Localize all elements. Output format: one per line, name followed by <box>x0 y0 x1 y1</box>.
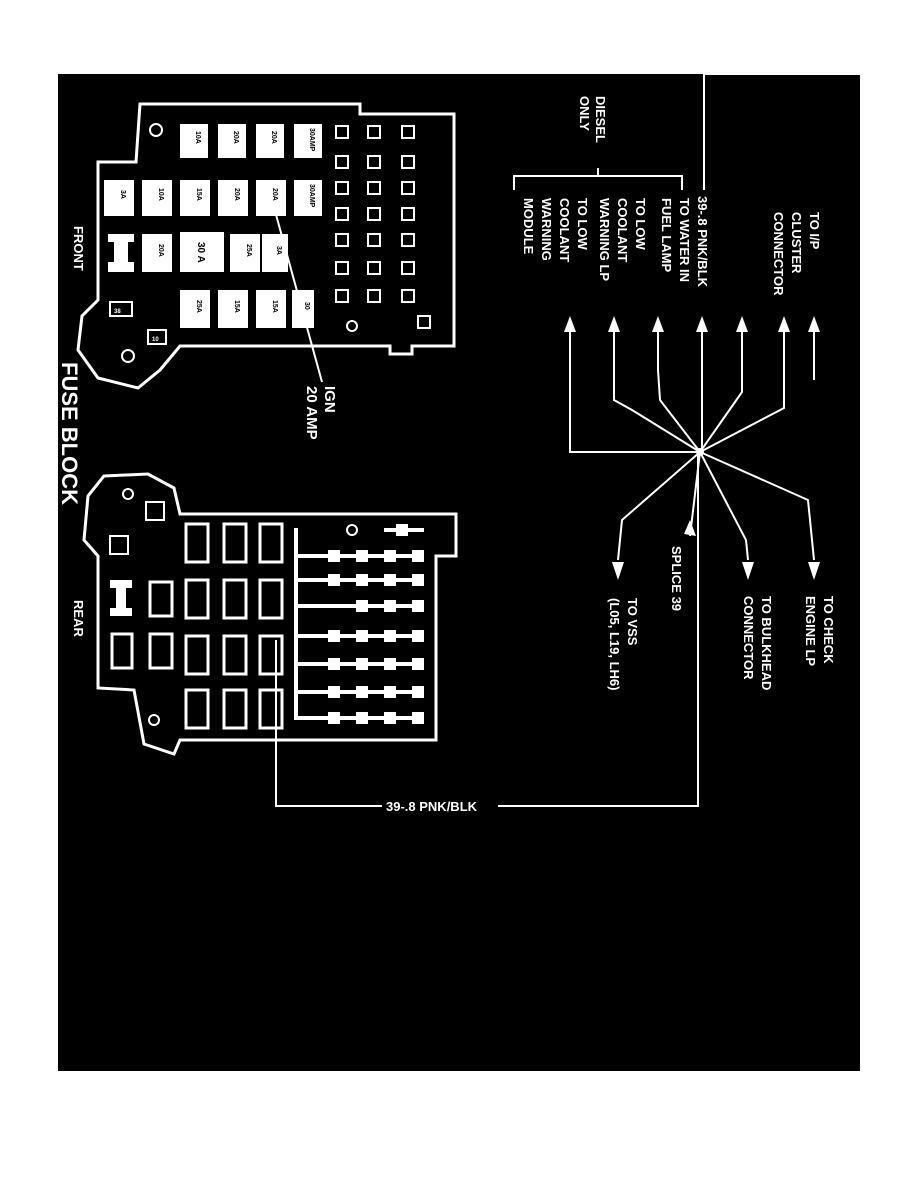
fuse-rating: 30AMP <box>308 184 315 208</box>
svg-text:FUEL LAMP: FUEL LAMP <box>659 198 674 272</box>
svg-text:TO VSS: TO VSS <box>625 598 640 646</box>
fuse-rating: 20A <box>157 244 164 257</box>
svg-text:ENGINE LP: ENGINE LP <box>803 596 818 666</box>
svg-text:TO LOW: TO LOW <box>575 198 590 250</box>
svg-text:WARNING: WARNING <box>539 198 554 261</box>
front-fuse-block-outline <box>76 102 456 390</box>
front-fuse-row-1: 10A 20A 20A 30AMP <box>180 124 322 158</box>
rear-terminals <box>328 524 424 724</box>
front-terminals <box>335 125 431 329</box>
mount-hole <box>122 488 134 500</box>
fuse-rating: 30AMP <box>308 128 315 152</box>
wire-label-top: 39-.8 PNK/BLK <box>695 196 710 288</box>
front-fuse-block: 10A 20A 20A 30AMP 3A 10A 15A 20A 20A 30A… <box>76 102 456 390</box>
fuse-rating: 15A <box>271 300 278 313</box>
rear-fuse-slots <box>110 522 284 730</box>
dest-low-coolant-lp: TO LOW COOLANT WARNING LP <box>597 198 648 281</box>
svg-text:COOLANT: COOLANT <box>615 198 630 262</box>
mount-hole <box>346 320 358 332</box>
ign-label: IGN <box>321 386 338 413</box>
front-fuse-row-3: 20A 30 A 25A 3A <box>108 232 288 272</box>
svg-text:CLUSTER: CLUSTER <box>789 212 804 274</box>
dest-water-in-fuel: TO WATER IN FUEL LAMP <box>659 198 692 282</box>
svg-text:TO BULKHEAD: TO BULKHEAD <box>759 596 774 690</box>
diesel-only-label: ONLY <box>577 96 592 131</box>
fuse-rating: 15A <box>195 188 202 201</box>
svg-text:CONNECTOR: CONNECTOR <box>741 596 756 680</box>
fuse-rating: 20A <box>233 188 240 201</box>
fuse-rating: 30 A <box>195 242 206 263</box>
mount-hole <box>346 524 358 536</box>
fuse-block-title: FUSE BLOCK <box>57 362 82 505</box>
diagram-background <box>58 74 860 1071</box>
svg-text:TO I/P: TO I/P <box>807 212 822 250</box>
dest-bulkhead: TO BULKHEAD CONNECTOR <box>741 596 774 690</box>
mount-hole <box>148 714 160 726</box>
fuse-tag: 38 <box>114 309 121 315</box>
rear-large-fuse <box>110 580 132 616</box>
mount-hole <box>121 349 135 363</box>
fuse-rating: 30 <box>303 302 310 310</box>
fuse-rating: 3A <box>275 246 282 255</box>
wire-paths <box>275 73 860 807</box>
mount-hole <box>149 123 163 137</box>
rear-fuse-block <box>82 472 458 756</box>
fuse-rating: 3A <box>119 190 126 199</box>
svg-text:COOLANT: COOLANT <box>557 198 572 262</box>
ign-pointer-line <box>271 199 323 383</box>
dest-low-coolant-module: TO LOW COOLANT WARNING MODULE <box>521 198 590 262</box>
fuse-tag: 10 <box>152 337 159 343</box>
arrowheads <box>564 316 820 580</box>
front-label: FRONT <box>71 226 86 271</box>
ign-amp-label: 20 AMP <box>303 386 320 440</box>
fuse-rating: 10A <box>194 131 201 144</box>
rear-label: REAR <box>71 600 86 637</box>
fuse-rating: 10A <box>157 188 164 201</box>
rear-fuse-block-outline <box>82 472 458 756</box>
svg-text:TO CHECK: TO CHECK <box>821 596 836 664</box>
svg-text:CONNECTOR: CONNECTOR <box>771 212 786 296</box>
fuse-rating: 20A <box>270 131 277 144</box>
svg-text:WARNING LP: WARNING LP <box>597 198 612 281</box>
dest-ip-cluster: TO I/P CLUSTER CONNECTOR <box>771 212 822 296</box>
dest-check-engine: TO CHECK ENGINE LP <box>803 596 836 666</box>
front-fuse-row-4: 25A 15A 15A 30 <box>180 290 314 328</box>
fuse-rating: 20A <box>271 188 278 201</box>
wire-label-bottom: 39-.8 PNK/BLK <box>386 799 478 814</box>
fuse-rating: 15A <box>233 300 240 313</box>
corner-mark <box>845 1056 860 1071</box>
svg-text:TO LOW: TO LOW <box>633 198 648 250</box>
splice-label: SPLICE 39 <box>669 546 684 611</box>
svg-text:TO WATER IN: TO WATER IN <box>677 198 692 282</box>
fuse-rating: 25A <box>245 244 252 257</box>
dest-vss: TO VSS (L05, L19, LH6) <box>607 598 640 690</box>
splice-39-node <box>696 448 704 456</box>
front-fuse-row-2: 3A 10A 15A 20A 20A 30AMP <box>104 180 322 216</box>
fuse-rating: 20A <box>232 131 239 144</box>
fuse-rating: 25A <box>195 300 202 313</box>
svg-text:MODULE: MODULE <box>521 198 536 255</box>
diesel-only-label: DIESEL <box>593 96 608 143</box>
svg-text:(L05, L19, LH6): (L05, L19, LH6) <box>607 598 622 690</box>
